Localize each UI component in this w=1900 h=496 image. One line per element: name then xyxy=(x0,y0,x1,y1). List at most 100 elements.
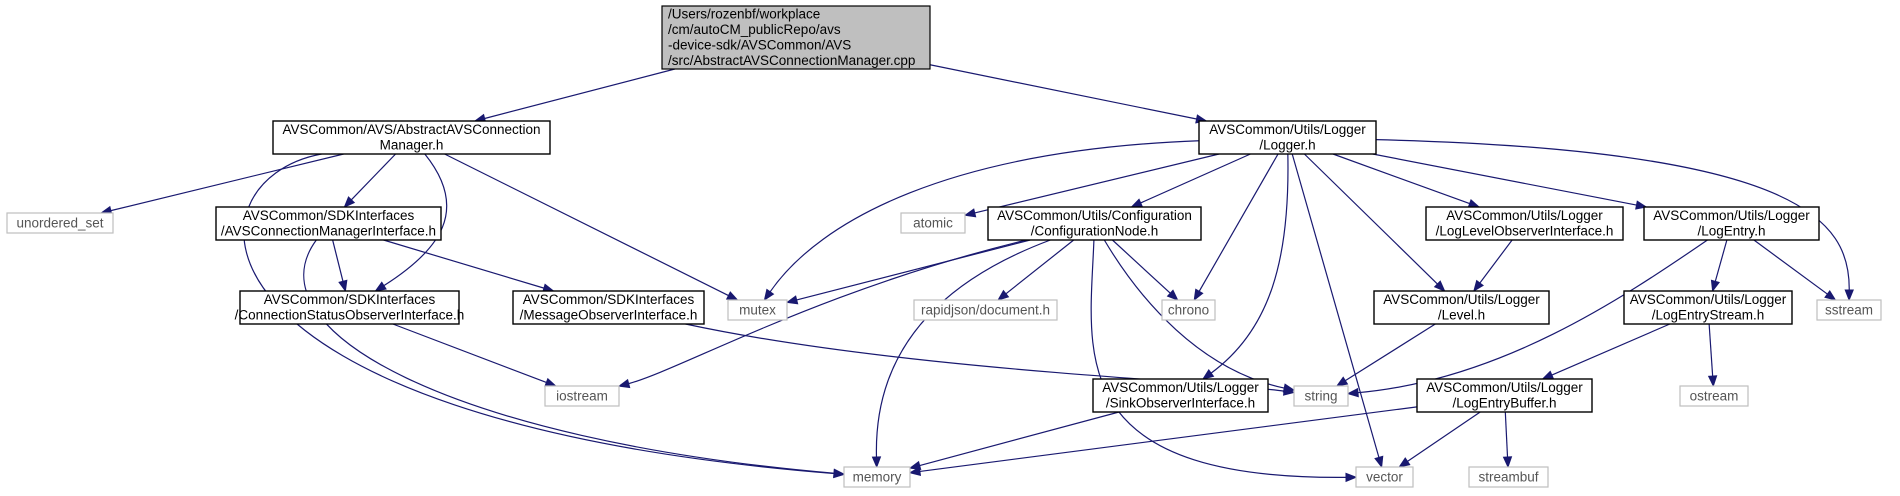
node-label-line: string xyxy=(1304,388,1337,403)
node-box xyxy=(1643,206,1820,241)
node-label-line: /Users/rozenbf/workplace xyxy=(668,7,820,22)
node-label-line: AVSCommon/AVS/AbstractAVSConnection xyxy=(282,122,540,137)
edge-config_node-to-rapidjson xyxy=(997,239,1075,301)
edge-logger_h-to-vector xyxy=(1291,153,1384,469)
edge-config_node-to-memory xyxy=(871,239,1051,469)
edge-line xyxy=(303,239,835,474)
edge-line xyxy=(1479,239,1513,284)
node-label-line: AVSCommon/SDKInterfaces xyxy=(523,292,695,307)
node-label-line: -device-sdk/AVSCommon/AVS xyxy=(668,38,851,53)
node-logger-h[interactable]: AVSCommon/Utils/Logger/Logger.h xyxy=(1198,120,1377,155)
node-box xyxy=(843,466,911,488)
edge-arrowhead xyxy=(908,466,922,477)
node-box xyxy=(1416,378,1593,413)
dependency-edges xyxy=(99,64,1854,483)
edge-conn_status_obs-to-iostream xyxy=(392,323,557,387)
edge-arrowhead xyxy=(1433,280,1446,292)
edge-line xyxy=(1372,153,1637,206)
node-box xyxy=(544,385,620,407)
node-log-entry[interactable]: AVSCommon/Utils/Logger/LogEntry.h xyxy=(1643,206,1820,241)
node-label-line: AVSCommon/SDKInterfaces xyxy=(243,208,415,223)
edge-line xyxy=(1303,153,1438,285)
node-abstract-mgr-h[interactable]: AVSCommon/AVS/AbstractAVSConnectionManag… xyxy=(272,120,551,155)
node-sink-obs[interactable]: AVSCommon/Utils/Logger/SinkObserverInter… xyxy=(1092,378,1269,413)
node-box xyxy=(1092,378,1269,413)
edge-line xyxy=(1198,153,1279,292)
node-label-line: AVSCommon/Utils/Logger xyxy=(1383,292,1540,307)
node-box xyxy=(1355,466,1414,488)
edge-sink_obs-to-memory xyxy=(908,411,1120,470)
edge-arrowhead xyxy=(338,279,348,293)
edge-line xyxy=(974,153,1220,214)
edge-line xyxy=(350,153,397,201)
edge-line xyxy=(1714,239,1728,282)
edge-line xyxy=(1332,153,1470,205)
edge-line xyxy=(1210,153,1289,374)
edge-conn_mgr_iface-to-msg_obs xyxy=(383,239,555,293)
edge-arrowhead xyxy=(1201,368,1215,380)
node-label-line: AVSCommon/Utils/Logger xyxy=(1209,122,1366,137)
node-box xyxy=(215,206,442,241)
edge-log_entry_buffer-to-streambuf xyxy=(1502,411,1513,469)
node-label-line: vector xyxy=(1366,469,1403,484)
node-box xyxy=(512,290,705,325)
node-chrono: chrono xyxy=(1161,299,1216,321)
node-label-line: AVSCommon/Utils/Logger xyxy=(1446,208,1603,223)
node-level-h[interactable]: AVSCommon/Utils/Logger/Level.h xyxy=(1373,290,1550,325)
edge-log_entry-to-log_entry_stream xyxy=(1710,239,1728,293)
node-config-node[interactable]: AVSCommon/Utils/Configuration/Configurat… xyxy=(987,206,1202,241)
node-label-line: streambuf xyxy=(1478,469,1538,484)
edge-arrowhead xyxy=(1193,288,1204,302)
node-log-level-obs[interactable]: AVSCommon/Utils/Logger/LogLevelObserverI… xyxy=(1425,206,1624,241)
edge-arrowhead xyxy=(1502,456,1513,469)
node-label-line: AVSCommon/SDKInterfaces xyxy=(264,292,436,307)
node-label-line: AVSCommon/Utils/Configuration xyxy=(997,208,1192,223)
edge-log_entry_buffer-to-memory xyxy=(908,406,1418,477)
edge-logger_h-to-sink_obs xyxy=(1201,153,1289,380)
edge-arrowhead xyxy=(1335,376,1349,387)
node-label-line: /ConfigurationNode.h xyxy=(1031,224,1159,239)
node-box xyxy=(1425,206,1624,241)
node-box xyxy=(913,299,1058,321)
edge-line xyxy=(1708,323,1714,377)
node-conn-mgr-iface[interactable]: AVSCommon/SDKInterfaces/AVSConnectionMan… xyxy=(215,206,442,241)
node-label-line: mutex xyxy=(739,302,776,317)
edge-arrowhead xyxy=(785,295,799,305)
edge-level_h-to-string xyxy=(1335,323,1436,387)
edge-logger_h-to-level_h xyxy=(1303,153,1446,292)
node-label-line: unordered_set xyxy=(16,215,103,230)
edge-arrowhead xyxy=(725,291,739,301)
node-ostream: ostream xyxy=(1679,385,1749,407)
edge-arrowhead xyxy=(1345,472,1358,483)
edge-arrowhead xyxy=(833,468,846,478)
edge-arrowhead xyxy=(374,281,387,292)
node-log-entry-buffer[interactable]: AVSCommon/Utils/Logger/LogEntryBuffer.h xyxy=(1416,378,1593,413)
node-streambuf: streambuf xyxy=(1468,466,1549,488)
node-label-line: /src/AbstractAVSConnectionManager.cpp xyxy=(668,53,915,68)
edge-log_entry_stream-to-ostream xyxy=(1707,323,1718,388)
edge-line xyxy=(1551,323,1671,376)
edge-line xyxy=(1090,239,1347,478)
edge-line xyxy=(444,153,729,297)
edge-line xyxy=(1407,411,1481,462)
edge-arrowhead xyxy=(1398,457,1411,468)
node-label-line: memory xyxy=(853,469,902,484)
edge-arrowhead xyxy=(1374,455,1384,469)
node-root[interactable]: /Users/rozenbf/workplace/cm/autoCM_publi… xyxy=(661,5,931,70)
node-box xyxy=(239,290,460,325)
node-conn-status-obs[interactable]: AVSCommon/SDKInterfaces/ConnectionStatus… xyxy=(235,290,465,325)
edge-line xyxy=(919,406,1418,473)
edge-arrowhead xyxy=(1467,198,1481,208)
edge-logger_h-to-chrono xyxy=(1193,153,1279,302)
edge-line xyxy=(1375,139,1850,291)
node-log-entry-stream[interactable]: AVSCommon/Utils/Logger/LogEntryStream.h xyxy=(1623,290,1793,325)
node-label-line: /LogEntryBuffer.h xyxy=(1452,396,1556,411)
node-msg-obs[interactable]: AVSCommon/SDKInterfaces/MessageObserverI… xyxy=(512,290,705,325)
dependency-nodes: /Users/rozenbf/workplace/cm/autoCM_publi… xyxy=(6,5,1882,488)
node-label-line: atomic xyxy=(913,215,953,230)
edge-arrowhead xyxy=(1844,289,1854,302)
edge-arrowhead xyxy=(1282,383,1296,393)
node-box xyxy=(727,299,788,321)
node-atomic: atomic xyxy=(900,212,966,234)
